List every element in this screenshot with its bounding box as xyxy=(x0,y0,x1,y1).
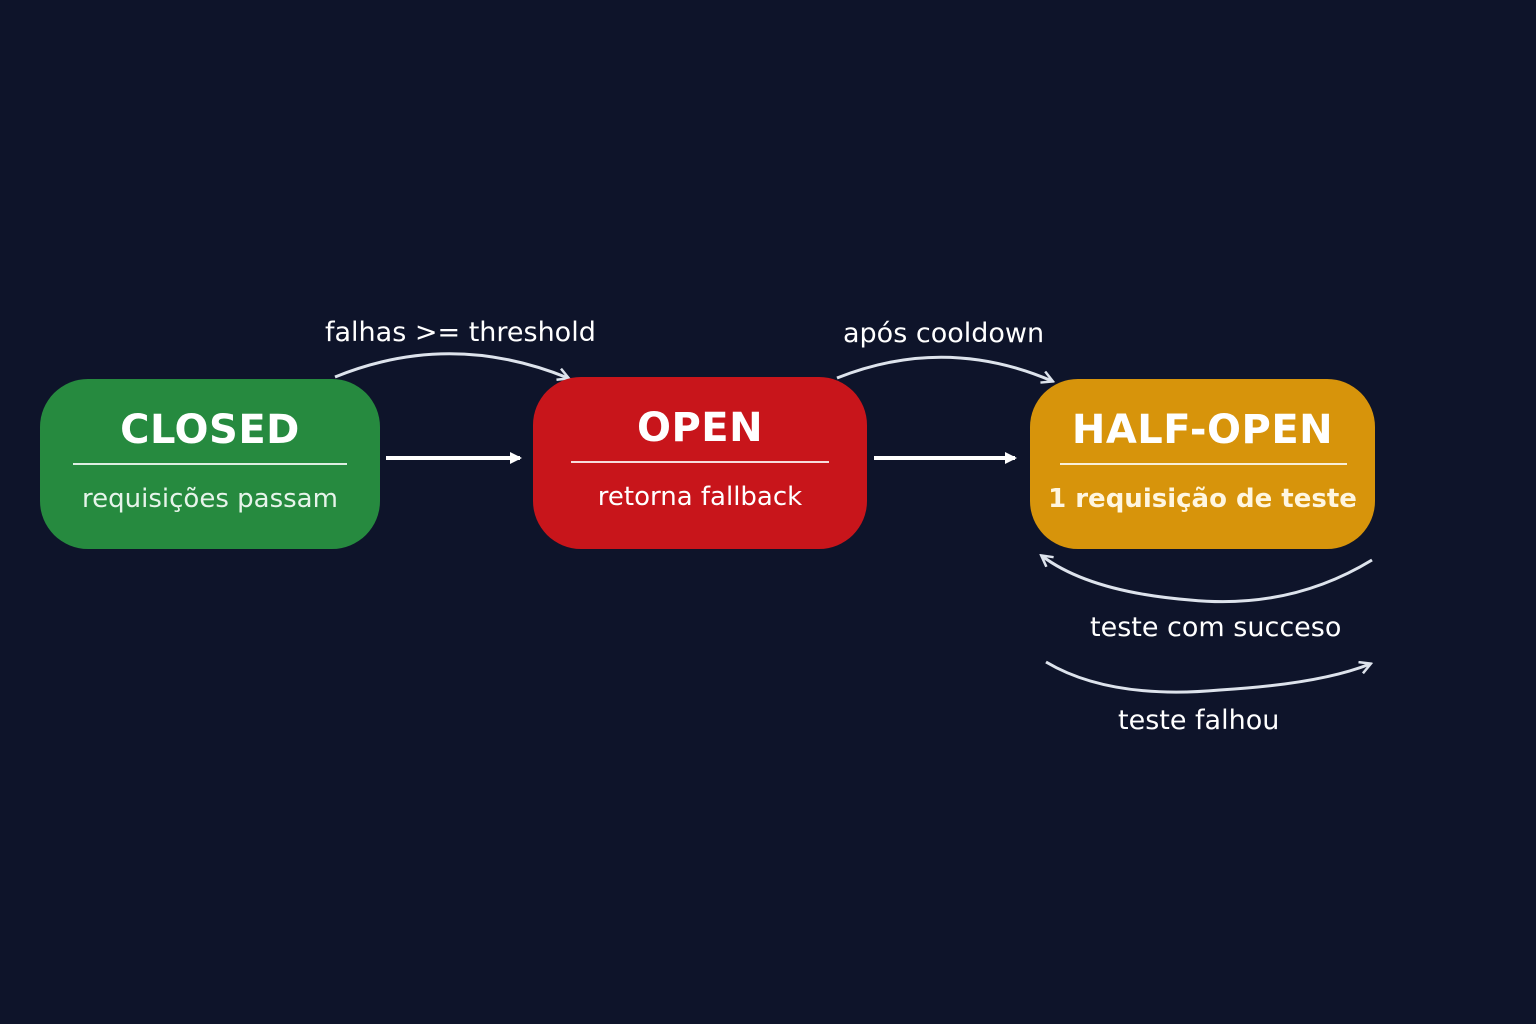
state-closed-divider xyxy=(73,463,347,465)
state-open-box: OPEN retorna fallback xyxy=(533,377,867,549)
state-half-open-divider xyxy=(1060,463,1347,465)
state-half-open-box: HALF-OPEN 1 requisição de teste xyxy=(1030,379,1375,549)
state-closed-subtitle: requisições passam xyxy=(82,484,338,514)
state-half-open-subtitle: 1 requisição de teste xyxy=(1048,484,1357,514)
half-open-failed-curved-arrow xyxy=(1045,660,1370,694)
half-open-success-curved-arrow xyxy=(1042,556,1373,604)
closed-to-open-curved-arrow xyxy=(334,352,568,378)
transition-label-open-to-half-open: após cooldown xyxy=(843,318,1045,349)
transition-label-closed-to-open: falhas >= threshold xyxy=(325,317,596,348)
state-half-open-title: HALF-OPEN xyxy=(1071,407,1334,453)
state-closed-box: CLOSED requisições passam xyxy=(40,379,380,549)
state-open-divider xyxy=(571,461,829,463)
transition-label-half-open-failed: teste falhou xyxy=(1118,705,1280,736)
open-to-half-open-curved-arrow xyxy=(836,355,1052,381)
transition-label-half-open-success: teste com succeso xyxy=(1090,612,1342,643)
state-open-title: OPEN xyxy=(636,405,764,451)
state-closed-title: CLOSED xyxy=(120,407,300,453)
state-open-subtitle: retorna fallback xyxy=(597,482,803,512)
